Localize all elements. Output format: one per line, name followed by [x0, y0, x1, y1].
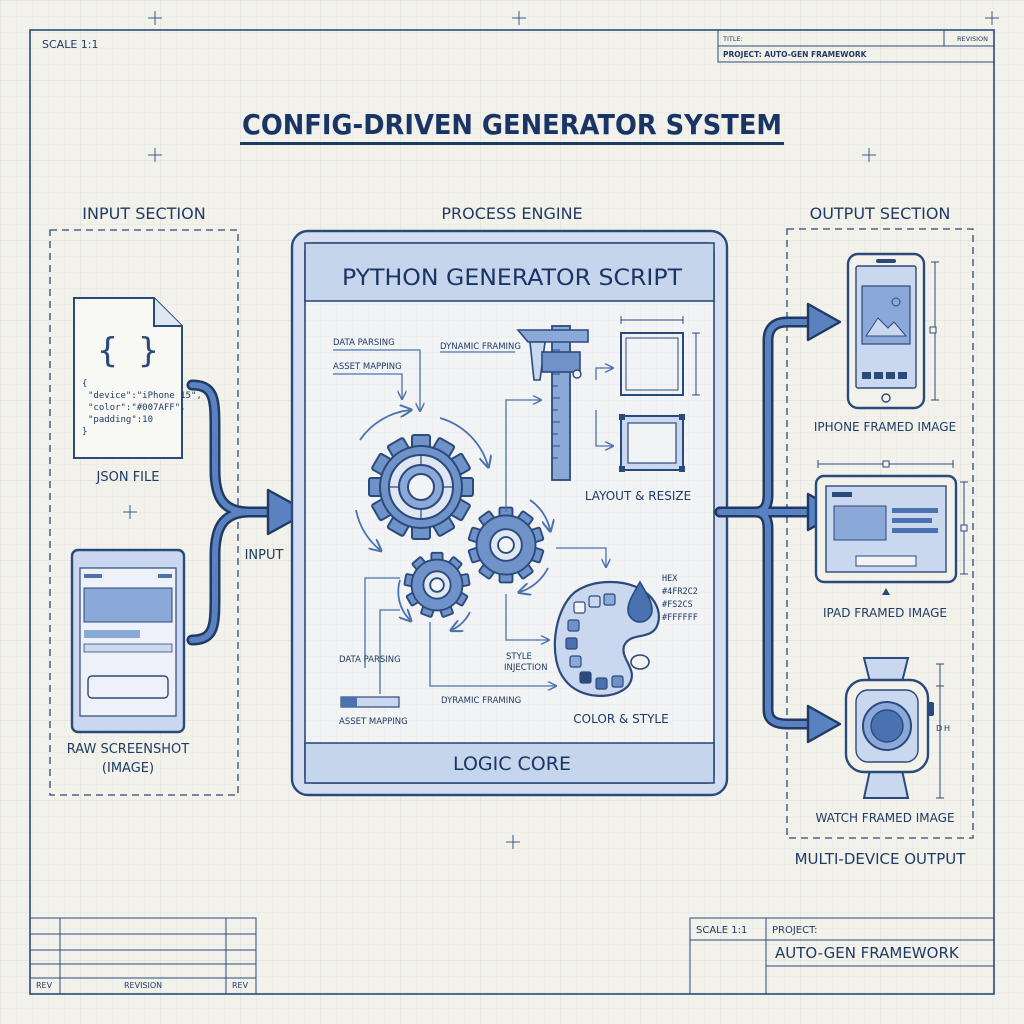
- project-label: PROJECT:: [772, 925, 817, 936]
- dynamic-framing-top-label: DYNAMIC FRAMING: [440, 342, 521, 352]
- scale-bottom-label: SCALE 1:1: [696, 925, 747, 936]
- large-gear-icon: [368, 434, 474, 540]
- json-code-line-3: "color":"#007AFF",: [88, 403, 186, 413]
- script-title: PYTHON GENERATOR SCRIPT: [342, 266, 683, 291]
- script-title-bar: [304, 242, 715, 302]
- hex-value-3: #FFFFFF: [662, 613, 698, 623]
- hex-label: HEX: [662, 574, 678, 584]
- asset-mapping-bar: [340, 696, 400, 708]
- title-block-bottom: [689, 917, 995, 995]
- raw-screenshot-icon: [70, 548, 186, 734]
- title-block-top: [717, 29, 995, 63]
- style-injection-label-1: STYLE: [506, 652, 532, 662]
- revision-label: REVISION: [124, 981, 162, 990]
- json-braces: { }: [97, 331, 158, 371]
- output-arrows: [714, 316, 816, 730]
- scale-top-label: SCALE 1:1: [42, 38, 98, 51]
- hex-value-2: #FS2CS: [662, 600, 693, 610]
- style-leaders: [364, 547, 606, 694]
- input-arrow-inner: [189, 382, 273, 643]
- data-parsing-top-label: DATA PARSING: [333, 338, 395, 348]
- watch-device-icon: [844, 657, 944, 799]
- json-file-label: JSON FILE: [96, 470, 160, 485]
- ipad-device-icon: [814, 460, 968, 595]
- color-style-label: COLOR & STYLE: [573, 712, 668, 726]
- raw-screenshot-sublabel: (IMAGE): [102, 761, 154, 776]
- iphone-device-icon: [846, 252, 939, 410]
- rev-right-label: REV: [232, 981, 249, 990]
- color-drop-icon: [627, 580, 653, 623]
- hex-value-1: #4FR2C2: [662, 587, 698, 597]
- json-code-line-4: "padding":10: [88, 415, 153, 425]
- watch-dim-h: H: [944, 724, 950, 733]
- output-section-box: [786, 228, 974, 839]
- small-gear-icon: [403, 551, 471, 619]
- watch-label: WATCH FRAMED IMAGE: [815, 811, 954, 825]
- multi-device-output-label: MULTI-DEVICE OUTPUT: [795, 850, 967, 868]
- leader-lines-top: [333, 349, 515, 410]
- main-title: CONFIG-DRIVEN GENERATOR SYSTEM: [242, 108, 782, 141]
- rotation-arrows: [355, 410, 550, 630]
- title-box-project: PROJECT: AUTO-GEN FRAMEWORK: [723, 50, 868, 59]
- medium-gear-icon: [467, 506, 545, 584]
- revision-table: [29, 917, 257, 995]
- input-arrowhead: [266, 488, 310, 536]
- json-code-line-2: "device":"iPhone 15",: [88, 391, 202, 401]
- logic-core-bar: [304, 742, 715, 784]
- iphone-label: IPHONE FRAMED IMAGE: [814, 420, 956, 434]
- input-arrow-label: INPUT: [245, 548, 284, 563]
- crosshair-marks: [123, 11, 999, 849]
- input-section-heading: INPUT SECTION: [82, 204, 205, 223]
- title-underline: [240, 142, 784, 145]
- style-injection-label-2: INJECTION: [504, 663, 547, 673]
- rev-left-label: REV: [36, 981, 53, 990]
- layout-frames-icon: [619, 316, 700, 472]
- title-box-revision: REVISION: [957, 35, 988, 43]
- logic-core-label: LOGIC CORE: [453, 753, 571, 775]
- color-palette-icon: [553, 580, 660, 697]
- title-box-title: TITLE:: [722, 35, 743, 43]
- caliper-leaders: [505, 368, 612, 512]
- drawing-frame: [29, 29, 995, 995]
- json-file-icon: [73, 297, 183, 459]
- output-section-heading: OUTPUT SECTION: [810, 204, 951, 223]
- caliper-icon: [516, 325, 589, 481]
- layout-resize-label: LAYOUT & RESIZE: [585, 489, 691, 503]
- process-engine-heading: PROCESS ENGINE: [441, 204, 582, 223]
- data-parsing-bottom-label: DATA PARSING: [339, 655, 401, 665]
- json-code-line-1: {: [82, 379, 87, 389]
- json-code-line-5: }: [82, 427, 87, 437]
- raw-screenshot-label: RAW SCREENSHOT: [67, 742, 189, 757]
- dynamic-framing-bottom-label: DYRAMIC FRAMING: [441, 696, 521, 706]
- asset-mapping-top-label: ASSET MAPPING: [333, 362, 402, 372]
- project-name: AUTO-GEN FRAMEWORK: [775, 944, 960, 962]
- asset-mapping-bottom-label: ASSET MAPPING: [339, 717, 408, 727]
- ipad-label: IPAD FRAMED IMAGE: [823, 606, 947, 620]
- watch-dim-d: D: [936, 724, 942, 733]
